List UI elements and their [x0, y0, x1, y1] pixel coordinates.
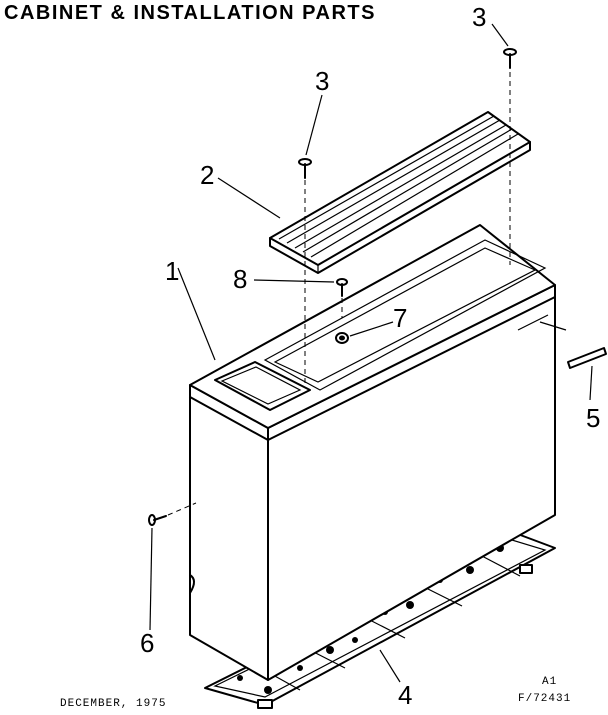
cabinet-body [189, 224, 567, 681]
footer-date: DECEMBER, 1975 [60, 698, 167, 710]
callout-part-3-left: 3 [315, 66, 330, 96]
screw-left [298, 158, 312, 385]
callout-part-2: 2 [200, 160, 215, 190]
callout-part-4: 4 [398, 680, 413, 710]
screw-center [336, 278, 348, 318]
diagram-title: CABINET & INSTALLATION PARTS [4, 2, 376, 24]
grille-top [269, 111, 531, 274]
callout-part-1: 1 [165, 256, 180, 286]
callout-part-8: 8 [233, 264, 248, 294]
callout-part-5: 5 [586, 403, 601, 433]
callout-part-7: 7 [393, 303, 408, 333]
grommet [335, 332, 349, 344]
mounting-screw [148, 502, 197, 526]
screw-right [503, 48, 517, 265]
footer-sheet: A1 [542, 676, 558, 688]
footer-figure-number: F/72431 [518, 693, 572, 705]
leader-lines [149, 23, 593, 683]
callout-part-3-right: 3 [472, 2, 487, 32]
trim-strip [567, 347, 607, 369]
callout-part-6: 6 [140, 628, 155, 658]
